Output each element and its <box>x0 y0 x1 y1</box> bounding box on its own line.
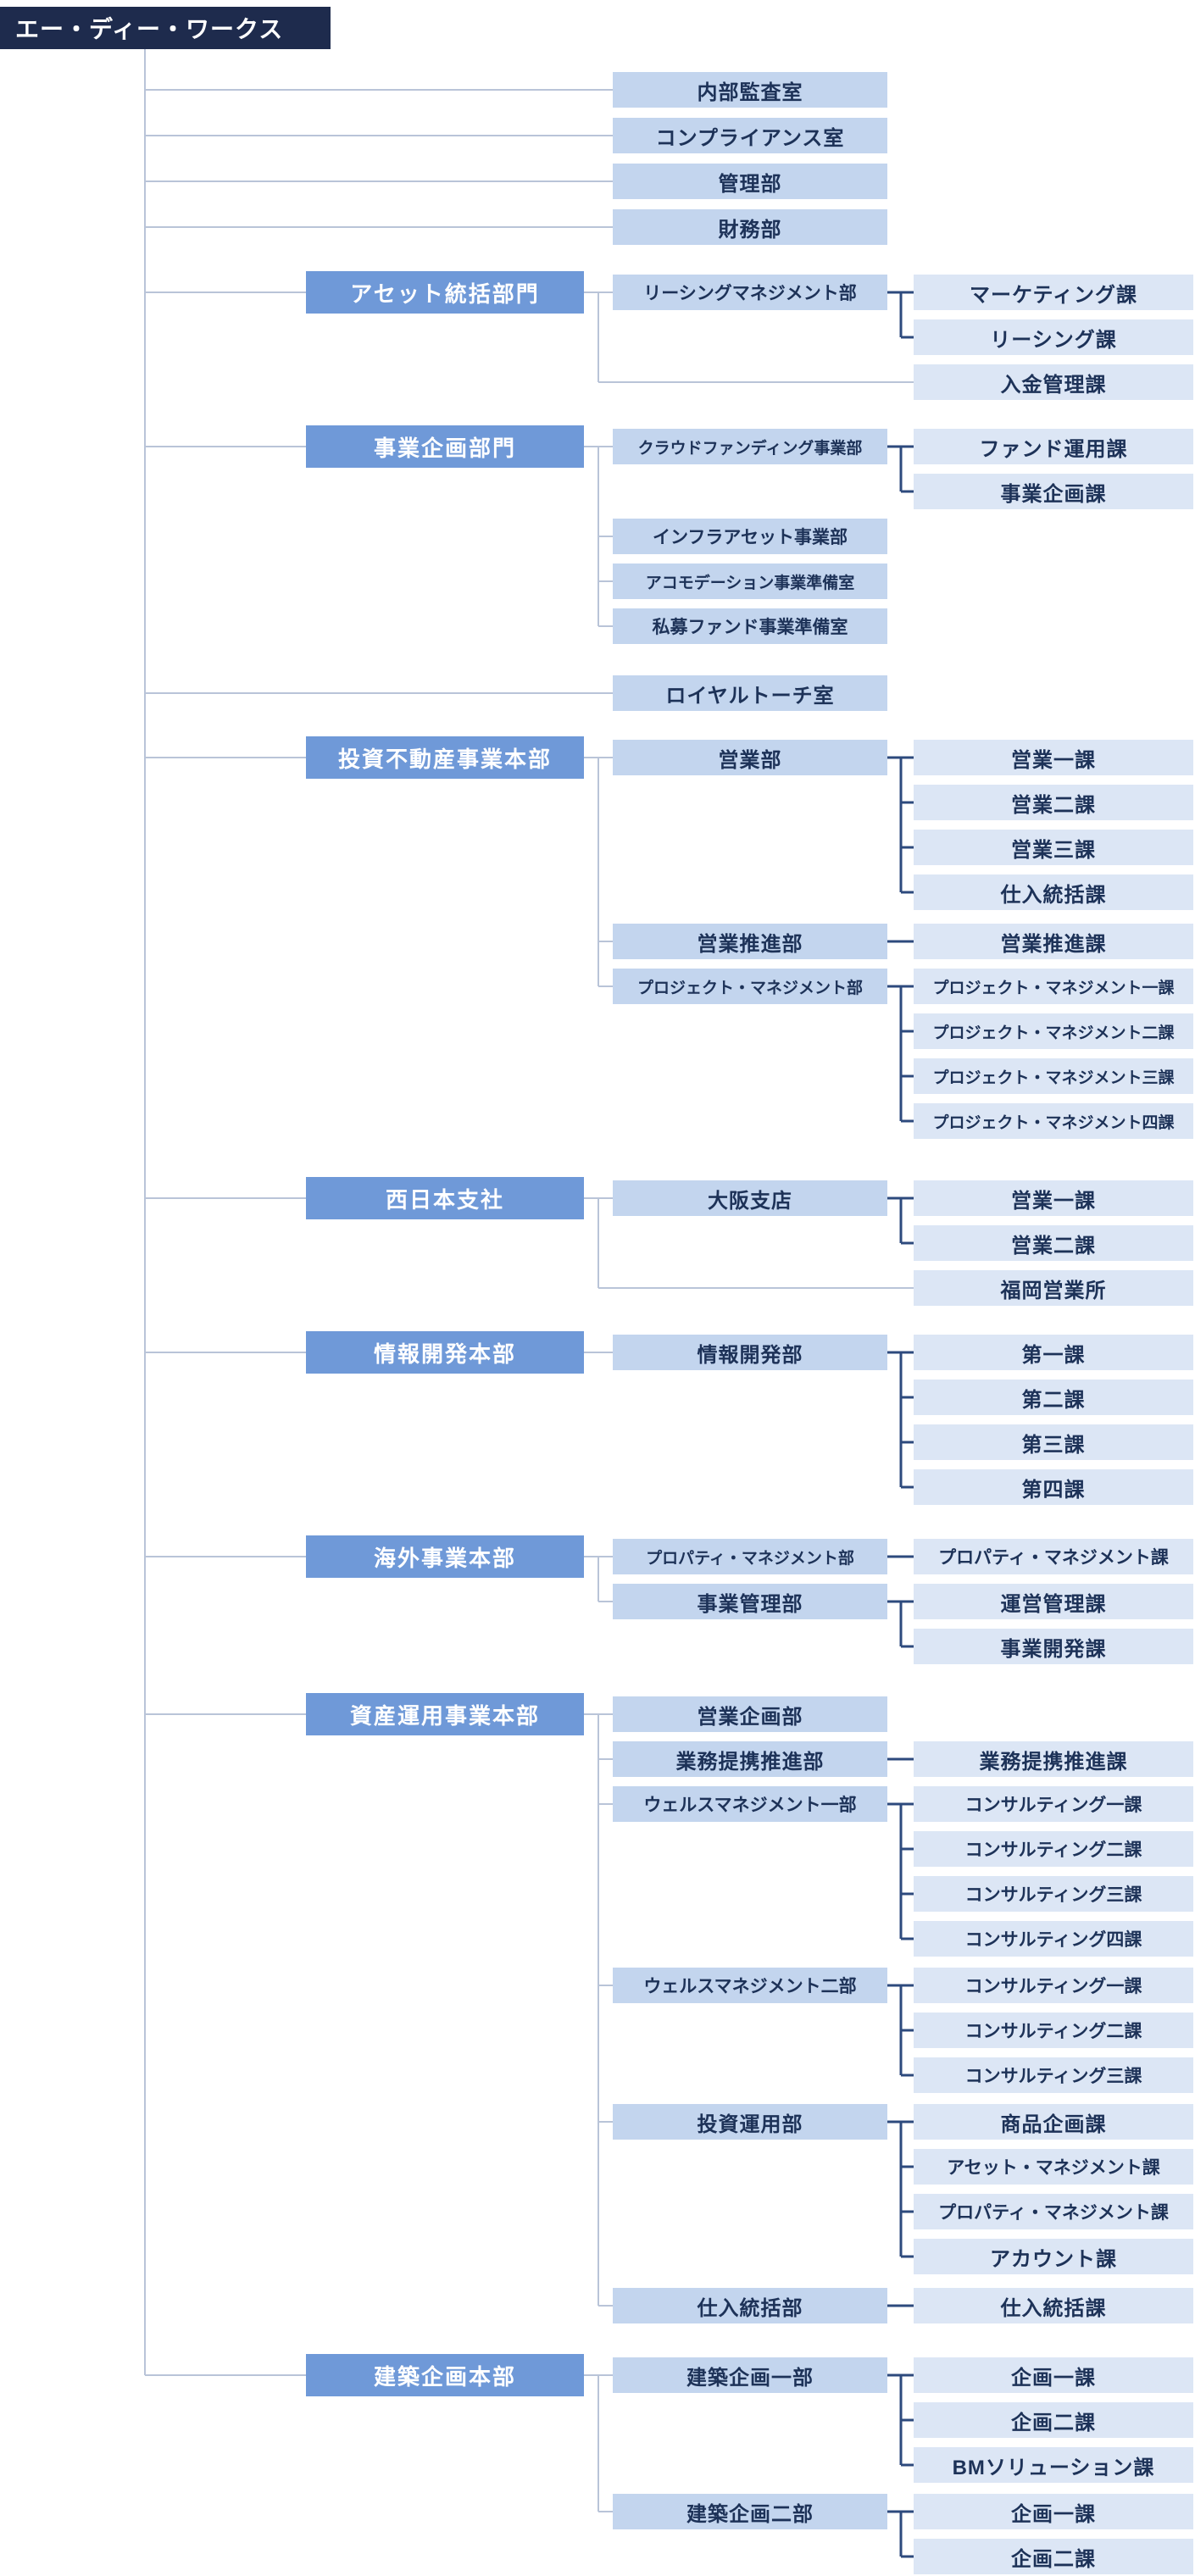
sect-consulting-1-2: コンサルティング二課 <box>914 1831 1193 1867</box>
sect-leasing: リーシング課 <box>914 319 1193 355</box>
sect-purchase-supervision: 仕入統括課 <box>914 874 1193 910</box>
sect-info-1: 第一課 <box>914 1335 1193 1370</box>
sect-property-management: プロパティ・マネジメント課 <box>914 1539 1193 1574</box>
dept-sales-promotion: 営業推進部 <box>613 924 887 959</box>
sect-project-management-4: プロジェクト・マネジメント四課 <box>914 1103 1193 1139</box>
office-administration: 管理部 <box>613 164 887 199</box>
office-royal-torch: ロイヤルトーチ室 <box>613 675 887 711</box>
sect-sales-2: 営業二課 <box>914 785 1193 820</box>
sect-sales-promotion: 営業推進課 <box>914 924 1193 959</box>
sect-bm-solution: BMソリューション課 <box>914 2447 1193 2483</box>
dept-wealth-management-1: ウェルスマネジメント一部 <box>613 1786 887 1822</box>
sect-consulting-2-2: コンサルティング二課 <box>914 2012 1193 2048</box>
dept-project-management: プロジェクト・マネジメント部 <box>613 969 887 1004</box>
dept-business-administration: 事業管理部 <box>613 1584 887 1619</box>
sect-marketing: マーケティング課 <box>914 275 1193 310</box>
sect-planning-2-2: 企画二課 <box>914 2539 1193 2574</box>
sect-project-management-1: プロジェクト・マネジメント一課 <box>914 969 1193 1004</box>
sect-asset-management: アセット・マネジメント課 <box>914 2149 1193 2185</box>
sect-info-2: 第二課 <box>914 1380 1193 1415</box>
dept-sales-planning: 営業企画部 <box>613 1696 887 1732</box>
light-connector-path <box>144 49 914 2512</box>
dept-purchase-supervision: 仕入統括部 <box>613 2288 887 2323</box>
dept-leasing-management: リーシングマネジメント部 <box>613 275 887 310</box>
sect-info-4: 第四課 <box>914 1469 1193 1505</box>
dept-alliance-promotion: 業務提携推進部 <box>613 1741 887 1777</box>
sect-fund-operation: ファンド運用課 <box>914 429 1193 464</box>
sect-consulting-1-1: コンサルティング一課 <box>914 1786 1193 1822</box>
sect-planning-1-2: 企画二課 <box>914 2402 1193 2438</box>
division-business-planning: 事業企画部門 <box>306 425 584 468</box>
sect-info-3: 第三課 <box>914 1424 1193 1460</box>
office-internal-audit: 内部監査室 <box>613 72 887 108</box>
dept-architecture-planning-2: 建築企画二部 <box>613 2494 887 2529</box>
division-investment-real-estate: 投資不動産事業本部 <box>306 736 584 779</box>
sect-fukuoka-sales-office: 福岡営業所 <box>914 1270 1193 1306</box>
dept-accommodation-business-prep: アコモデーション事業準備室 <box>613 564 887 599</box>
division-asset-supervision: アセット統括部門 <box>306 271 584 314</box>
sect-product-planning: 商品企画課 <box>914 2104 1193 2140</box>
sect-business-planning: 事業企画課 <box>914 474 1193 509</box>
dark-connector-path <box>887 291 914 2558</box>
sect-account: アカウント課 <box>914 2239 1193 2274</box>
office-finance: 財務部 <box>613 209 887 245</box>
sect-alliance-promotion: 業務提携推進課 <box>914 1741 1193 1777</box>
division-asset-management-business: 資産運用事業本部 <box>306 1693 584 1735</box>
sect-payment-management: 入金管理課 <box>914 364 1193 400</box>
dept-osaka-branch: 大阪支店 <box>613 1180 887 1216</box>
division-information-development: 情報開発本部 <box>306 1331 584 1374</box>
office-compliance: コンプライアンス室 <box>613 118 887 153</box>
dept-sales: 営業部 <box>613 740 887 775</box>
sect-sales-1: 営業一課 <box>914 740 1193 775</box>
division-architecture-planning: 建築企画本部 <box>306 2354 584 2396</box>
dept-property-management: プロパティ・マネジメント部 <box>613 1539 887 1574</box>
sect-planning-1-1: 企画一課 <box>914 2357 1193 2393</box>
dept-private-fund-business-prep: 私募ファンド事業準備室 <box>613 608 887 644</box>
sect-consulting-2-1: コンサルティング一課 <box>914 1968 1193 2003</box>
sect-consulting-2-3: コンサルティング三課 <box>914 2057 1193 2093</box>
sect-business-development: 事業開発課 <box>914 1629 1193 1664</box>
sect-property-management-am: プロパティ・マネジメント課 <box>914 2194 1193 2229</box>
sect-purchase-supervision-am: 仕入統括課 <box>914 2288 1193 2323</box>
sect-consulting-1-3: コンサルティング三課 <box>914 1876 1193 1912</box>
dept-investment-operation: 投資運用部 <box>613 2104 887 2140</box>
sect-planning-2-1: 企画一課 <box>914 2494 1193 2529</box>
sect-osaka-sales-2: 営業二課 <box>914 1225 1193 1261</box>
dept-crowdfunding-business: クラウドファンディング事業部 <box>613 429 887 464</box>
company-box: エー・ディー・ワークス <box>0 7 331 49</box>
dept-wealth-management-2: ウェルスマネジメント二部 <box>613 1968 887 2003</box>
sect-sales-3: 営業三課 <box>914 830 1193 865</box>
division-overseas-business: 海外事業本部 <box>306 1535 584 1578</box>
dept-infra-asset-business: インフラアセット事業部 <box>613 519 887 554</box>
sect-project-management-3: プロジェクト・マネジメント三課 <box>914 1058 1193 1094</box>
sect-operation-management: 運営管理課 <box>914 1584 1193 1619</box>
sect-osaka-sales-1: 営業一課 <box>914 1180 1193 1216</box>
dept-architecture-planning-1: 建築企画一部 <box>613 2357 887 2393</box>
dept-information-development: 情報開発部 <box>613 1335 887 1370</box>
sect-consulting-1-4: コンサルティング四課 <box>914 1921 1193 1957</box>
sect-project-management-2: プロジェクト・マネジメント二課 <box>914 1013 1193 1049</box>
division-west-japan: 西日本支社 <box>306 1177 584 1219</box>
